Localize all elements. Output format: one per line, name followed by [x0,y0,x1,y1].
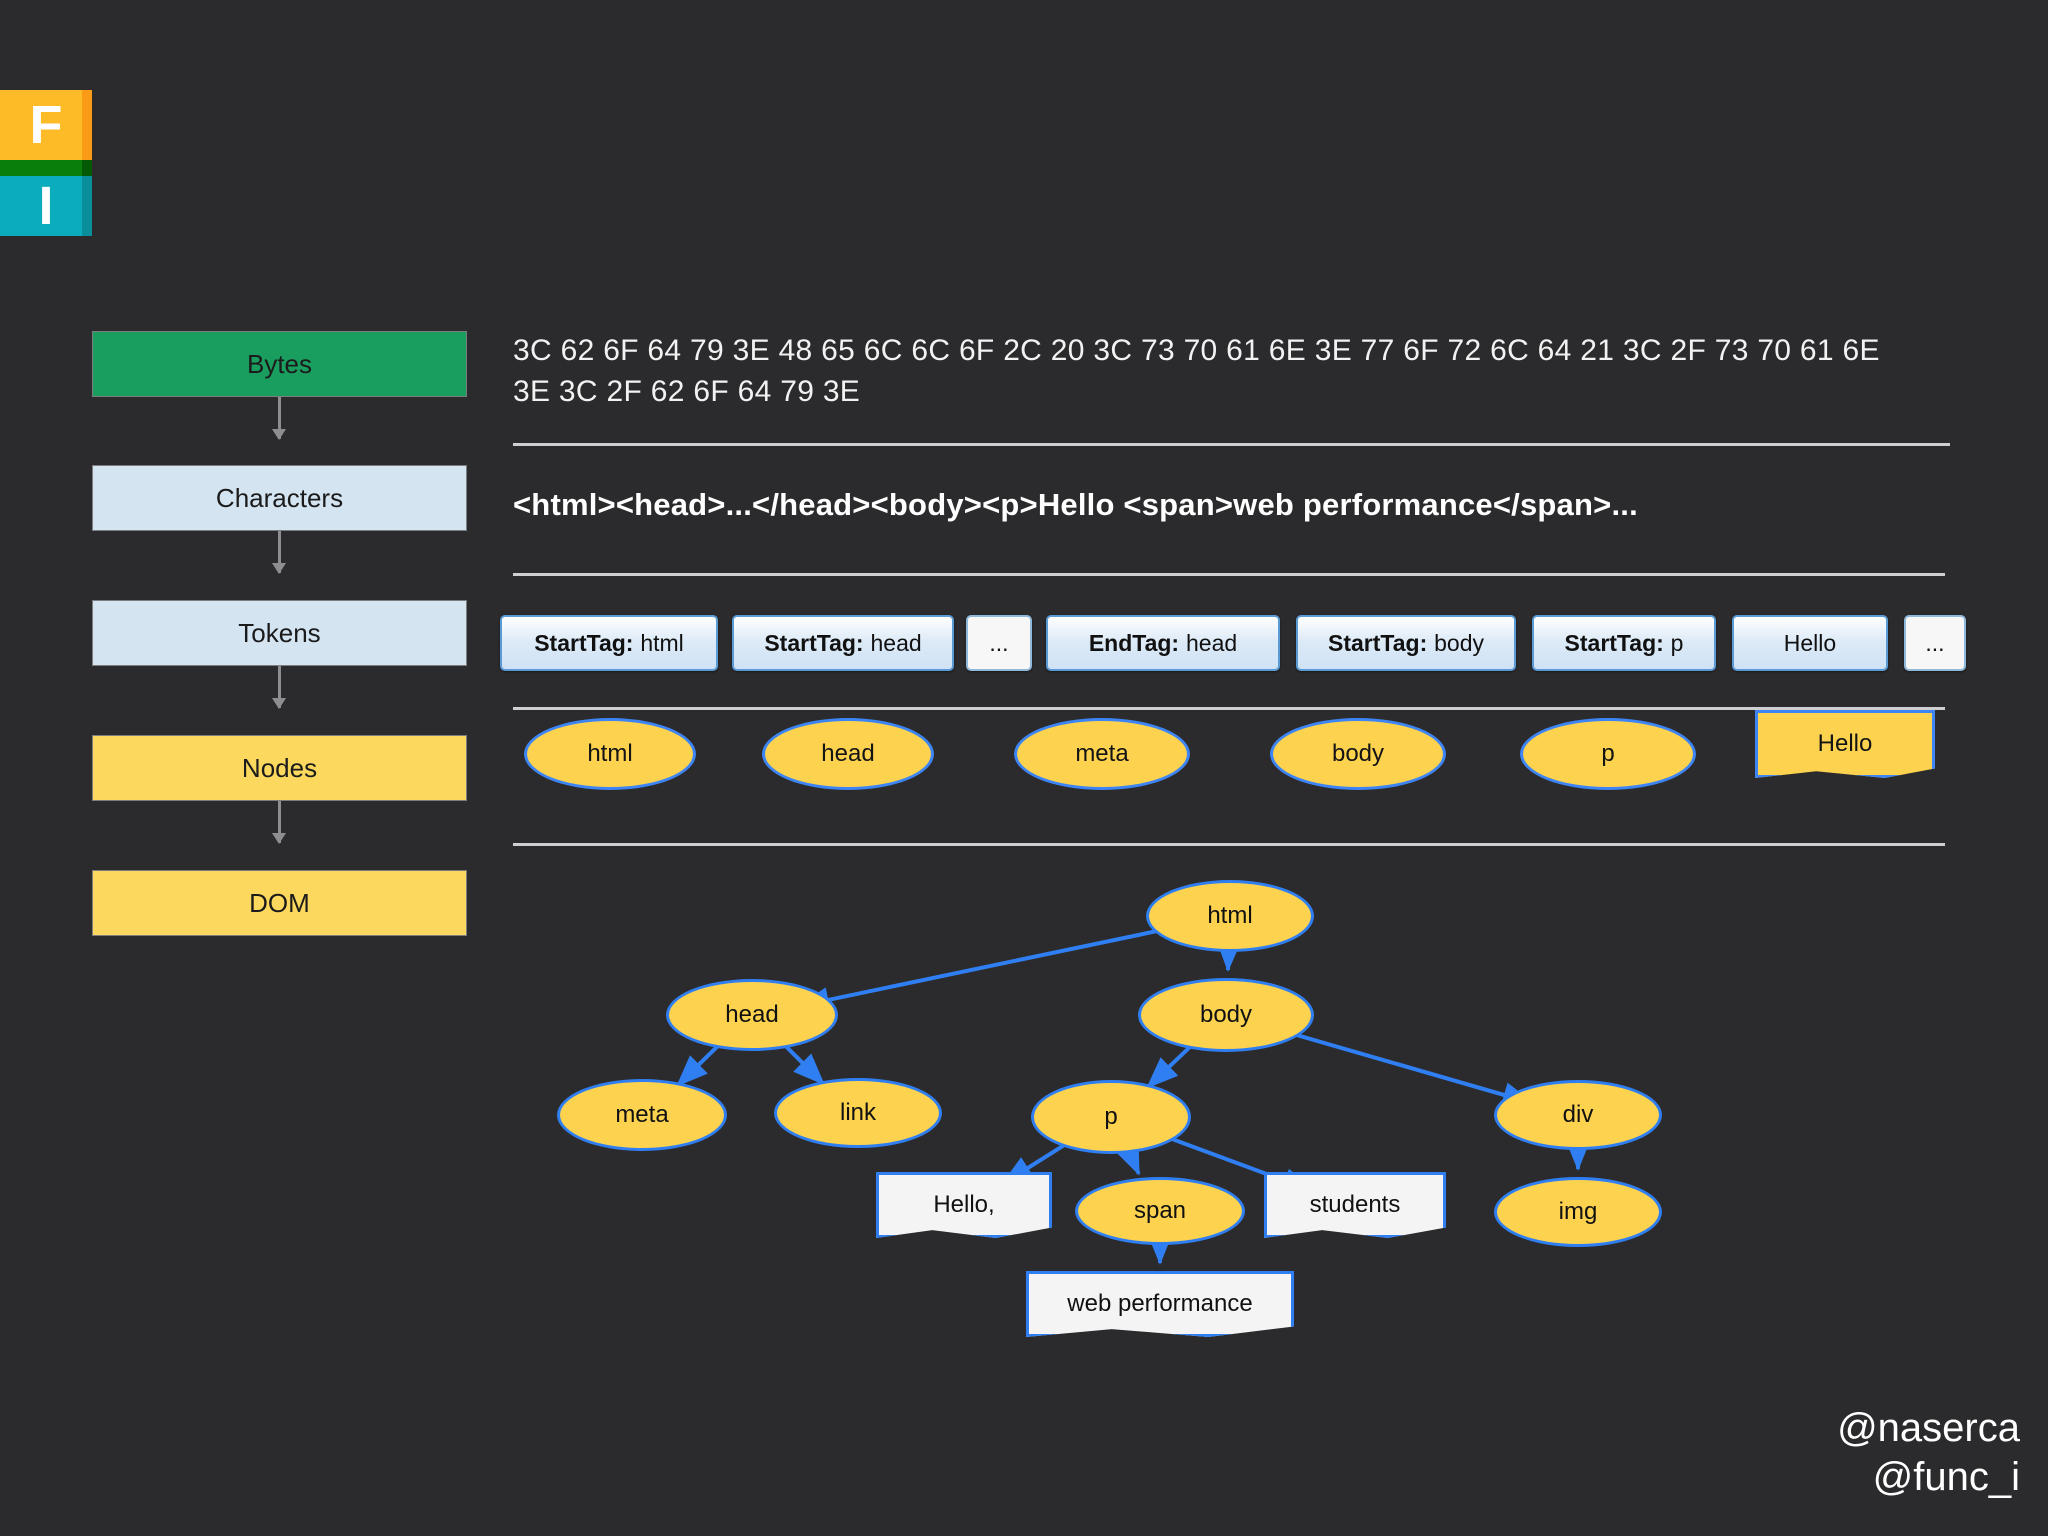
token-chip: StartTag:html [500,615,718,671]
connector-tokens-nodes [272,666,286,709]
dom-node-element: head [666,979,838,1051]
stage-bytes: Bytes [92,331,467,397]
stage-dom: DOM [92,870,467,936]
token-chip: ... [1904,615,1966,671]
logo-edge-green [82,160,92,176]
logo-letter-f: F [29,95,63,155]
node-ellipse: head [762,718,934,790]
bytes-hex-text: 3C 62 6F 64 79 3E 48 65 6C 6C 6F 2C 20 3… [513,334,1880,409]
token-value: ... [989,629,1009,656]
divider-after-bytes [513,443,1950,446]
dom-node-element: img [1494,1177,1662,1247]
connector-characters-tokens [272,531,286,574]
divider-after-nodes [513,843,1945,846]
social-handles: @naserca @func_i [1837,1404,2020,1502]
dom-node-element: body [1138,978,1314,1052]
logo-edge-orange [82,90,92,160]
stage-characters: Characters [92,465,467,531]
fi-logo: F I [0,90,92,236]
node-ellipse: p [1520,718,1696,790]
logo-letter-i: I [38,176,54,236]
logo-band-f: F [0,90,92,160]
token-value: html [640,629,684,656]
token-value: body [1434,629,1484,656]
token-kind: StartTag: [1564,629,1664,656]
stage-tokens: Tokens [92,600,467,666]
handle-secondary: @func_i [1872,1455,2020,1500]
dom-node-element: html [1146,880,1314,952]
dom-node-element: meta [557,1079,727,1151]
node-text-box: Hello [1755,710,1935,778]
token-value: ... [1925,629,1945,656]
token-kind: StartTag: [534,629,634,656]
logo-edge-teal [82,176,92,236]
token-value: p [1670,629,1684,656]
dom-node-text: students [1264,1172,1446,1238]
token-chip: ... [966,615,1032,671]
token-chip: StartTag:p [1532,615,1716,671]
token-chip: EndTag:head [1046,615,1280,671]
node-ellipse: html [524,718,696,790]
token-kind: StartTag: [1327,629,1428,656]
token-value: head [1186,629,1238,656]
connector-bytes-characters [272,397,286,440]
dom-node-element: div [1494,1080,1662,1150]
token-chip: StartTag:body [1296,615,1516,671]
stage-nodes: Nodes [92,735,467,801]
dom-node-text: Hello, [876,1172,1052,1238]
token-chip: Hello [1732,615,1888,671]
token-chip: StartTag:head [732,615,954,671]
node-ellipse: meta [1014,718,1190,790]
logo-band-i: I [0,176,92,236]
divider-after-tokens [513,707,1945,710]
dom-node-element: span [1075,1177,1245,1245]
connector-nodes-dom [272,801,286,844]
divider-after-characters [513,573,1945,576]
dom-node-element: link [774,1078,942,1148]
token-value: head [870,629,922,656]
token-kind: EndTag: [1088,629,1180,656]
handle-primary: @naserca [1837,1406,2020,1451]
characters-markup-text: <html><head>...</head><body><p>Hello <sp… [513,487,1638,522]
dom-node-text: web performance [1026,1271,1294,1337]
token-value: Hello [1783,629,1837,656]
dom-node-element: p [1031,1080,1191,1154]
logo-band-green [0,160,92,176]
token-kind: StartTag: [764,629,864,656]
node-ellipse: body [1270,718,1446,790]
